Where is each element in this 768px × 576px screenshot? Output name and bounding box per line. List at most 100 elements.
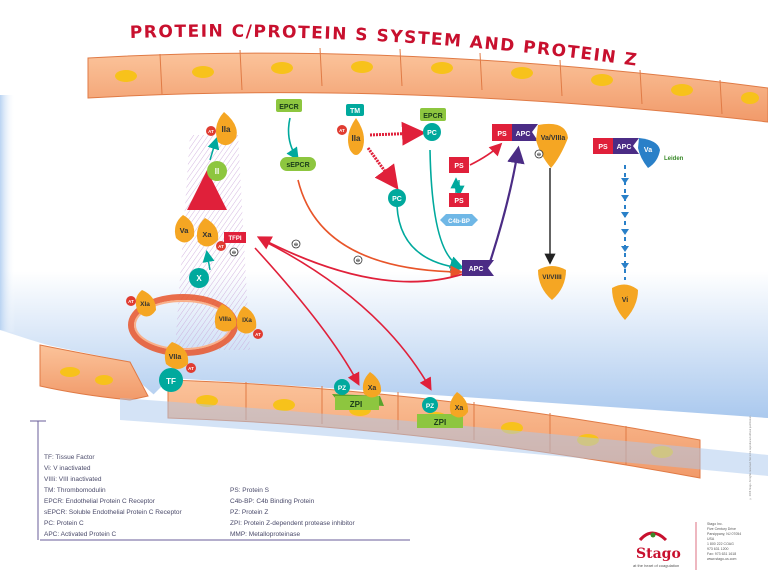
inactivated-v: Vi xyxy=(612,284,638,320)
at-tag: AT xyxy=(337,125,347,135)
at-label: AT xyxy=(339,128,345,133)
legend-item: TM: Thrombomodulin xyxy=(44,487,106,494)
epcr-receptor-2: EPCR xyxy=(420,108,446,121)
viiia-label: VIIIa xyxy=(219,317,232,323)
legend-right: PS: Protein S C4b-BP: C4b Binding Protei… xyxy=(230,485,355,540)
sepcr: sEPCR xyxy=(280,157,316,171)
inhibition-markers: ⊖ ⊖ ⊖ ⊖ xyxy=(229,149,544,265)
factor-xa: Xa xyxy=(196,218,219,247)
ps-cplx-label: PS xyxy=(497,131,507,138)
prothrombin: II xyxy=(207,161,227,181)
ii-label: II xyxy=(215,167,219,176)
factor-va: Va xyxy=(174,215,195,243)
ps-2-label: PS xyxy=(454,198,464,205)
tfpi-label: TFPI xyxy=(229,236,242,242)
legend-item: Vi: V inactivated xyxy=(44,465,91,472)
protein-c-free: PC xyxy=(388,189,406,207)
address-line: Fax: 973 631 1618 xyxy=(707,552,737,556)
tm-receptor: TM xyxy=(346,104,364,116)
legend-item: TF: Tissue Factor xyxy=(44,454,95,461)
epcr-label: EPCR xyxy=(279,104,298,111)
zpi-1-label: ZPI xyxy=(350,400,362,409)
epcr2-label: EPCR xyxy=(423,113,442,120)
ps-leiden-label: PS xyxy=(598,144,608,151)
va-leiden-label: Va xyxy=(644,147,652,154)
iia-top-label: IIa xyxy=(222,125,231,134)
factor-viiia: VIIIa xyxy=(214,304,237,332)
legend-item: MMP: Metalloproteinase xyxy=(230,531,301,538)
legend-left: TF: Tissue Factor Vi: V inactivated VIII… xyxy=(44,452,182,540)
vi-viiii-label: VI/VIIII xyxy=(542,274,562,281)
apc-leiden-label: APC xyxy=(617,144,632,151)
at-tag: AT xyxy=(186,363,196,373)
copyright-note: © 2008 Stago. All rights reserved. Not t… xyxy=(749,415,752,500)
pz-xa-zpi-complex-2: ZPI PZ Xa xyxy=(417,392,469,428)
tissue-factor: TF xyxy=(159,368,183,392)
legend-item: APC: Activated Protein C xyxy=(44,531,117,538)
legend-item: sEPCR: Soluble Endothelial Protein C Rec… xyxy=(44,509,182,516)
ps-apc-complex: PS APC Va/VIIIa xyxy=(492,123,568,168)
vi-label: Vi xyxy=(622,297,629,304)
address-line: www.stago-us.com xyxy=(707,557,737,561)
viia-label: VIIa xyxy=(169,354,182,361)
ps-1-label: PS xyxy=(454,163,464,170)
tf-label: TF xyxy=(166,377,176,386)
tfpi: TFPI xyxy=(224,232,246,243)
xa-2-label: Xa xyxy=(455,405,464,412)
at-tag: AT xyxy=(206,126,216,136)
apc-free-label: APC xyxy=(469,266,484,273)
factor-ixa: IXa xyxy=(236,306,257,334)
inactivated-v-viii: VI/VIIII xyxy=(538,266,566,300)
factor-xia: XIa xyxy=(135,290,156,317)
legend-item: PS: Protein S xyxy=(230,487,270,494)
inhibit-symbol: ⊖ xyxy=(356,258,360,264)
thrombin-tm: IIa xyxy=(348,118,364,155)
apc-cplx-label: APC xyxy=(516,131,531,138)
pz-1-label: PZ xyxy=(338,385,346,392)
apc-free: APC xyxy=(462,260,494,276)
top-endothelial-cells xyxy=(115,47,759,115)
xa-label: Xa xyxy=(202,230,212,239)
leiden-complex: PS APC Va Leiden xyxy=(593,138,684,168)
protein-s-2: PS xyxy=(449,193,469,207)
leiden-label: Leiden xyxy=(664,156,684,162)
pc-bound-label: PC xyxy=(427,130,437,137)
address-line: Five Century Drive xyxy=(707,527,736,531)
pc-free-label: PC xyxy=(392,196,402,203)
tm-label: TM xyxy=(350,108,360,115)
top-endothelium xyxy=(87,52,768,123)
factor-viia: VIIa xyxy=(164,342,189,369)
pathway-arrows xyxy=(187,117,626,391)
address-line: Stago Inc. xyxy=(707,522,723,526)
at-label: AT xyxy=(188,366,194,371)
protein-c-bound: PC xyxy=(423,123,441,141)
stago-logo-mark xyxy=(638,522,697,570)
inhibit-symbol: ⊖ xyxy=(294,242,298,248)
at-tag: AT xyxy=(216,241,226,251)
address-line: USA xyxy=(707,537,715,541)
stago-tagline: at the heart of coagulation xyxy=(633,563,680,568)
thrombin-top: IIa xyxy=(216,112,237,146)
legend-item: PC: Protein C xyxy=(44,520,84,527)
legend-item: VIIIi: VIII inactivated xyxy=(44,476,102,483)
at-label: AT xyxy=(128,299,134,304)
factor-x: X xyxy=(189,268,209,288)
address-line: 973 631 1200 xyxy=(707,547,729,551)
legend-item: PZ: Protein Z xyxy=(230,509,269,516)
x-label: X xyxy=(196,274,202,283)
at-tag: AT xyxy=(126,296,136,306)
inhibit-symbol: ⊖ xyxy=(537,152,541,158)
ixa-label: IXa xyxy=(242,317,252,324)
va-label: Va xyxy=(180,226,190,235)
company-address: Stago Inc. Five Century Drive Parsippany… xyxy=(707,522,767,562)
sepcr-label: sEPCR xyxy=(286,162,309,169)
va-viiia-label: Va/VIIIa xyxy=(541,135,566,142)
legend-item: C4b-BP: C4b Binding Protein xyxy=(230,498,315,505)
at-label: AT xyxy=(208,129,214,134)
stago-logo: Stago xyxy=(636,546,681,562)
c4b-binding-protein: C4b-BP xyxy=(440,214,478,226)
address-line: Parsippany, NJ 07054 xyxy=(707,532,742,536)
at-label: AT xyxy=(218,244,224,249)
address-line: 1 800 222 COAG xyxy=(707,542,734,546)
